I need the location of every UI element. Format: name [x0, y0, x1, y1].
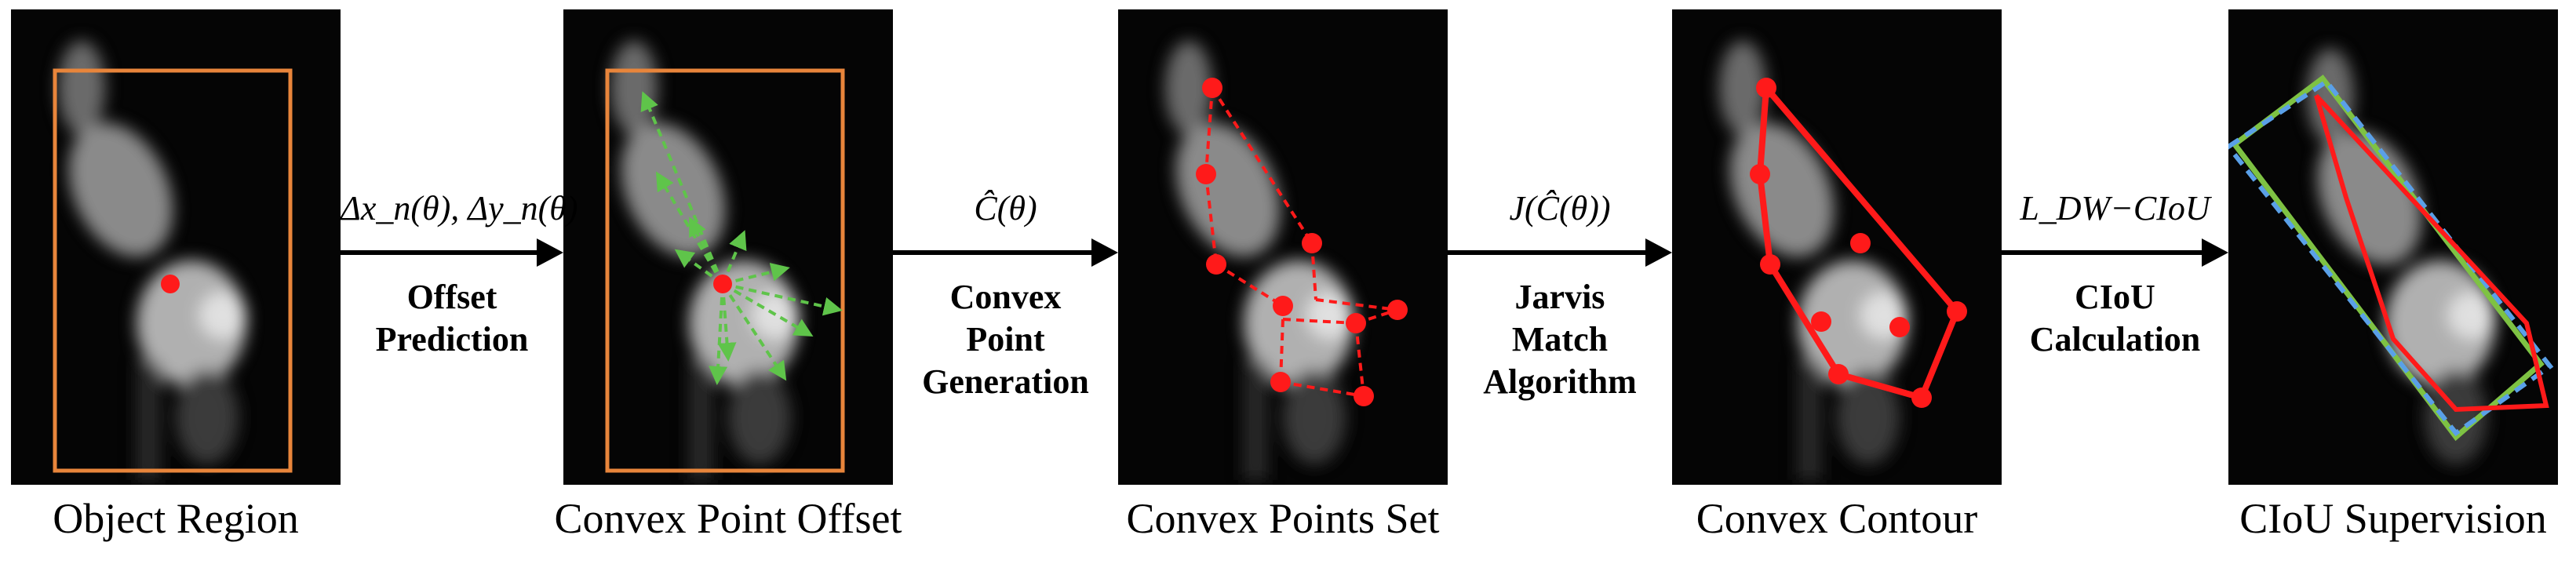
arrow-label-c-theta: Ĉ(θ): [974, 189, 1037, 227]
arrow-icon: [893, 238, 1118, 267]
arrow-ciou-calculation: L_DW−CIoU CIoU Calculation: [2002, 0, 2228, 486]
object-image: [1719, 41, 1907, 480]
panel-ciou-supervision: [2228, 9, 2558, 485]
object-region-box: [53, 68, 293, 473]
object-image: [58, 41, 246, 480]
panel-convex-point-offset: [563, 9, 893, 485]
arrow-label-offset-formula: Δx_n(θ), Δy_n(θ): [341, 189, 578, 227]
arrow-icon: [341, 238, 563, 267]
panel-convex-contour: [1672, 9, 2002, 485]
offset-arrows: [640, 91, 843, 385]
center-point: [161, 275, 180, 293]
convex-points: [1196, 78, 1408, 406]
panel-convex-points-set: [1118, 9, 1448, 485]
arrow-caption-jarvis-match: Jarvis Match Algorithm: [1483, 278, 1637, 401]
convex-contour: [2314, 93, 2549, 413]
arrow-icon: [2002, 238, 2228, 267]
object-region-box: [605, 68, 845, 473]
caption-object-region: Object Region: [53, 495, 299, 542]
caption-ciou-supervision: CIoU Supervision: [2239, 495, 2547, 542]
predicted-box: [2231, 75, 2545, 442]
caption-convex-contour: Convex Contour: [1696, 495, 1978, 542]
contour-points: [1750, 78, 1967, 408]
ground-truth-box: [2228, 78, 2554, 437]
arrow-offset-prediction: Δx_n(θ), Δy_n(θ) Offset Prediction: [341, 0, 578, 486]
object-image: [2307, 49, 2495, 464]
convex-points-links: [1204, 86, 1398, 398]
object-image: [1165, 41, 1354, 480]
arrow-convex-point-generation: Ĉ(θ) Convex Point Generation: [893, 0, 1118, 486]
arrow-label-loss: L_DW−CIoU: [2020, 189, 2210, 227]
arrow-jarvis-match: J(Ĉ(θ)) Jarvis Match Algorithm: [1448, 0, 1672, 486]
arrow-caption-offset-prediction: Offset Prediction: [375, 278, 529, 358]
panel-object-region: [11, 9, 341, 485]
arrow-caption-ciou-calculation: CIoU Calculation: [2029, 278, 2201, 358]
arrow-label-j-function: J(Ĉ(θ)): [1509, 189, 1611, 227]
caption-convex-points-set: Convex Points Set: [1126, 495, 1440, 542]
caption-convex-point-offset: Convex Point Offset: [554, 495, 902, 542]
arrow-caption-convex-point-generation: Convex Point Generation: [922, 278, 1089, 401]
arrow-icon: [1448, 238, 1672, 267]
center-point: [713, 275, 732, 293]
